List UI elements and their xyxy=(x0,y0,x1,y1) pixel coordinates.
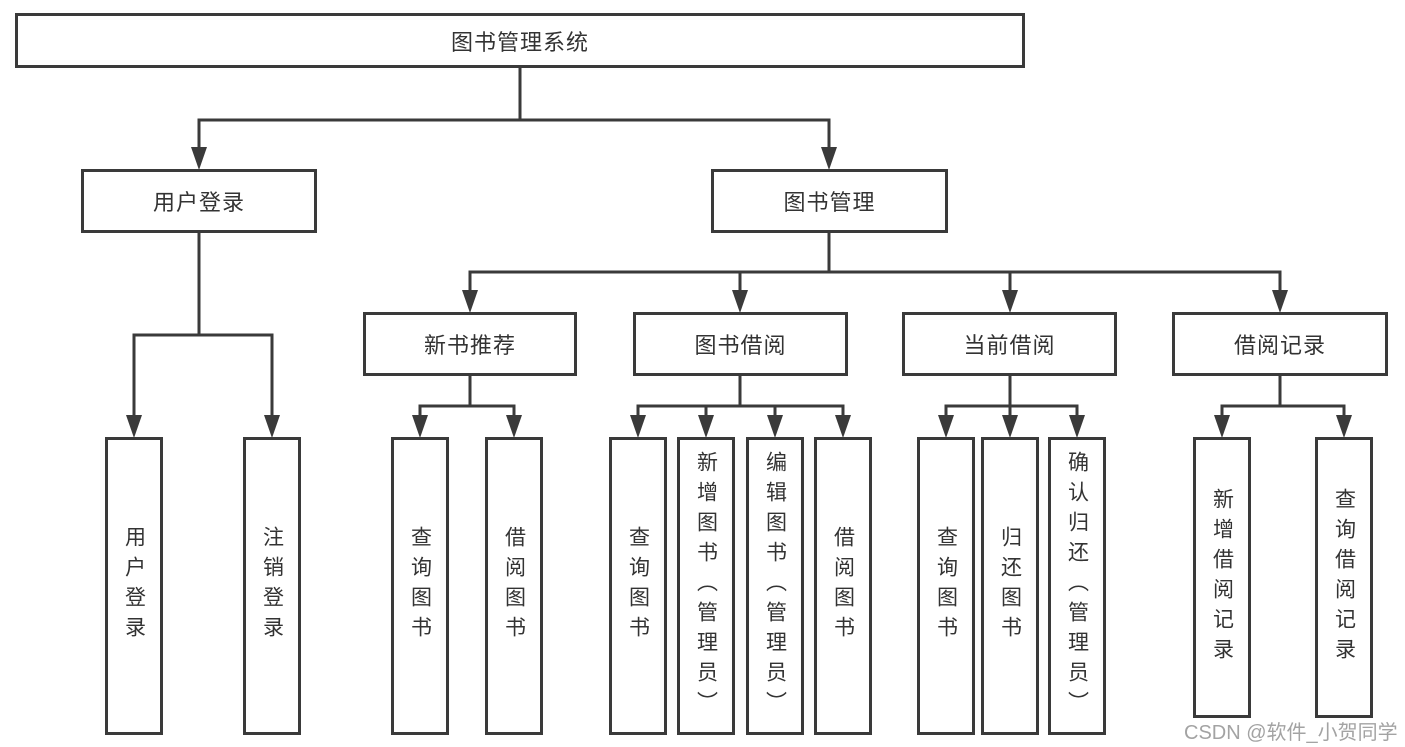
node-label: 借阅图书 xyxy=(831,526,855,646)
node-label: 新增借阅记录 xyxy=(1210,487,1234,668)
node-leaf-logout: 注销登录 xyxy=(243,437,301,735)
node-book-management: 图书管理 xyxy=(711,169,948,233)
node-leaf-add-books-admin: 新增图书（管理员） xyxy=(677,437,735,735)
node-label: 查询借阅记录 xyxy=(1332,487,1356,668)
node-root: 图书管理系统 xyxy=(15,13,1025,68)
node-label: 用户登录 xyxy=(122,526,146,646)
node-leaf-add-borrow-record: 新增借阅记录 xyxy=(1193,437,1251,718)
node-label: 编辑图书（管理员） xyxy=(763,451,787,721)
node-label: 查询图书 xyxy=(626,526,650,646)
node-leaf-edit-books-admin: 编辑图书（管理员） xyxy=(746,437,804,735)
node-current-borrow: 当前借阅 xyxy=(902,312,1117,376)
node-label: 归还图书 xyxy=(998,526,1022,646)
node-book-borrow: 图书借阅 xyxy=(633,312,848,376)
node-borrow-records: 借阅记录 xyxy=(1172,312,1388,376)
node-leaf-borrow-query-books: 查询图书 xyxy=(609,437,667,735)
csdn-watermark: CSDN @软件_小贺同学 xyxy=(1184,722,1398,744)
node-label: 查询图书 xyxy=(408,526,432,646)
node-label: 确认归还（管理员） xyxy=(1065,451,1089,721)
node-label: 查询图书 xyxy=(934,526,958,646)
node-leaf-current-query-books: 查询图书 xyxy=(917,437,975,735)
node-new-book-recommend: 新书推荐 xyxy=(363,312,577,376)
node-label: 新增图书（管理员） xyxy=(694,451,718,721)
node-leaf-rec-query-books: 查询图书 xyxy=(391,437,449,735)
node-label: 借阅图书 xyxy=(502,526,526,646)
node-label: 注销登录 xyxy=(260,526,284,646)
node-leaf-return-books: 归还图书 xyxy=(981,437,1039,735)
node-leaf-rec-borrow-books: 借阅图书 xyxy=(485,437,543,735)
node-leaf-borrow-books: 借阅图书 xyxy=(814,437,872,735)
node-leaf-query-borrow-record: 查询借阅记录 xyxy=(1315,437,1373,718)
node-user-login: 用户登录 xyxy=(81,169,317,233)
node-leaf-user-login: 用户登录 xyxy=(105,437,163,735)
node-leaf-confirm-return-admin: 确认归还（管理员） xyxy=(1048,437,1106,735)
